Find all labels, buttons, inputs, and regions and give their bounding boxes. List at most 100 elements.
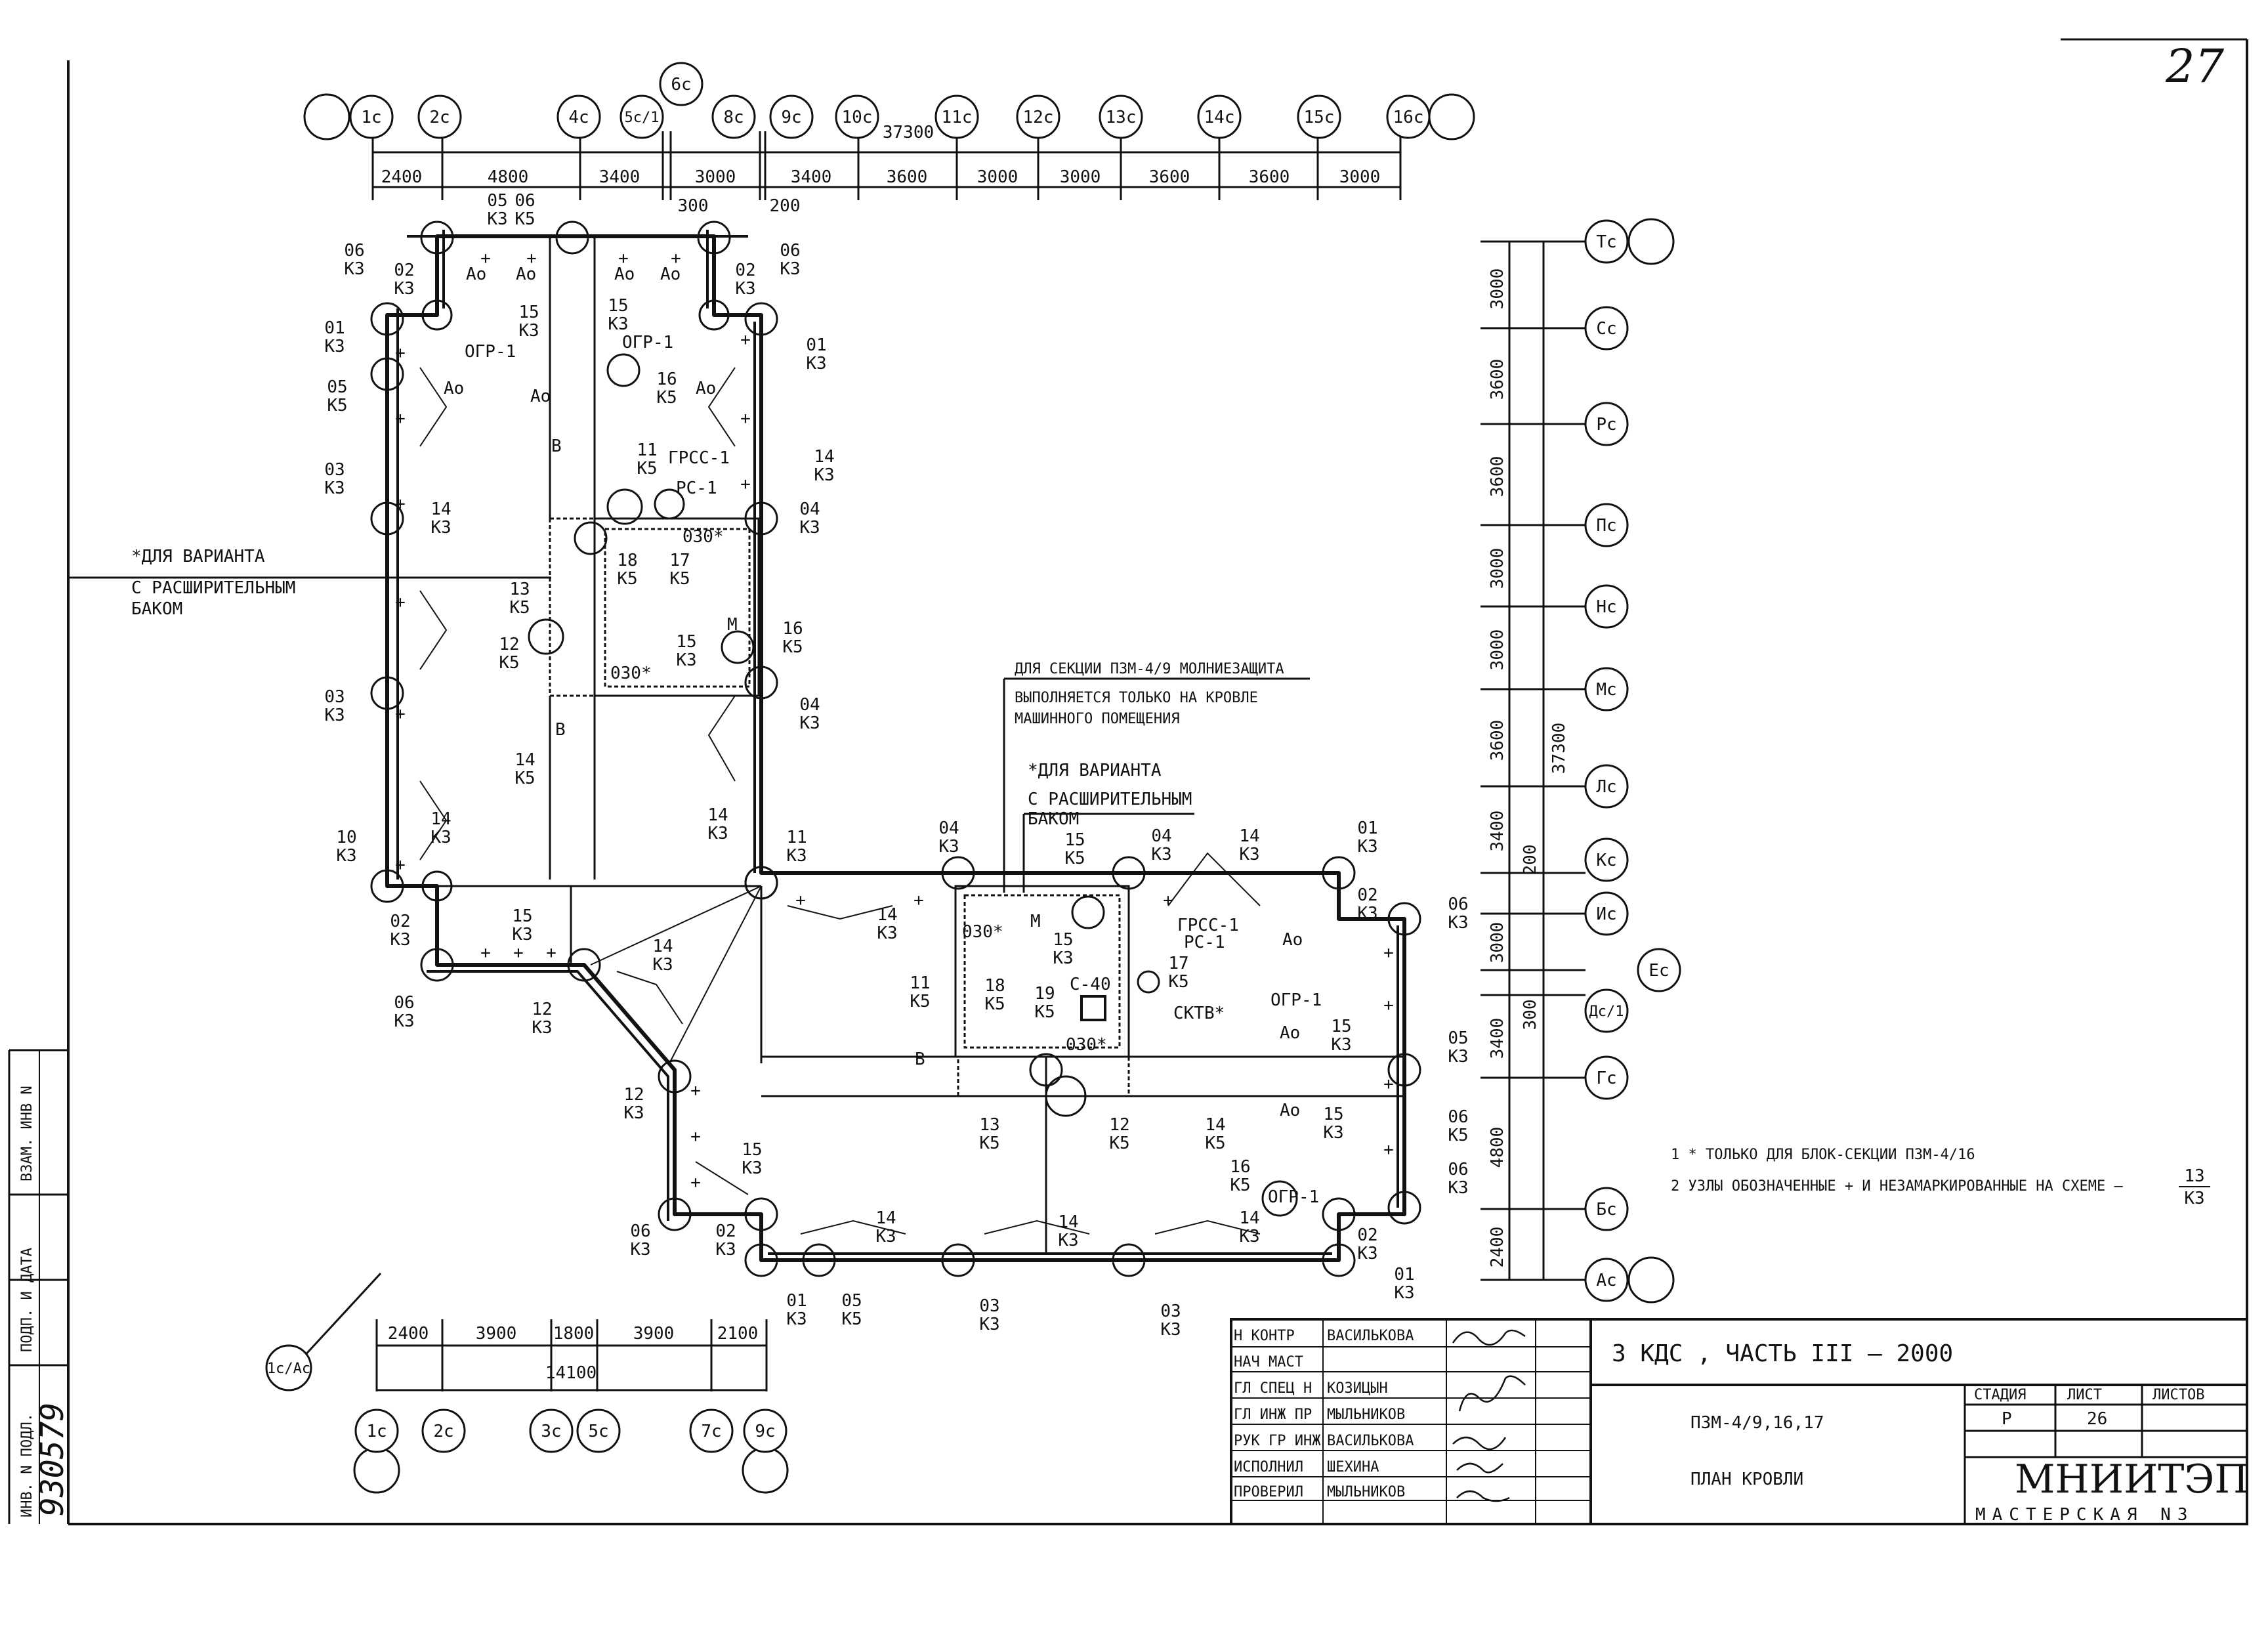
- axis-top-9: 9с: [781, 108, 801, 127]
- right-axis-grid: [1480, 218, 1675, 1304]
- svg-text:15: 15: [512, 906, 532, 926]
- top-dim-13: 3000: [1339, 167, 1381, 187]
- svg-text:К3: К3: [676, 650, 696, 670]
- svg-text:К3: К3: [877, 923, 897, 943]
- svg-text:К3: К3: [786, 846, 807, 866]
- svg-text:14: 14: [1205, 1115, 1225, 1135]
- svg-text:+: +: [690, 1173, 701, 1193]
- axis-top-12: 12с: [1023, 108, 1054, 127]
- svg-text:К3: К3: [979, 1315, 999, 1334]
- tb-name-7: МЫЛЬНИКОВ: [1327, 1484, 1405, 1500]
- side-label-replace: ВЗАМ. ИНВ N: [19, 1086, 35, 1181]
- svg-text:К5: К5: [984, 994, 1005, 1014]
- axis-right-g: Гс: [1596, 1069, 1616, 1088]
- workshop-name: МАСТЕРСКАЯ N3: [1975, 1505, 2194, 1525]
- svg-text:К3: К3: [742, 1158, 762, 1178]
- svg-text:+: +: [618, 249, 629, 268]
- o30-1: 030*: [682, 527, 724, 547]
- axis-top-6: 6с: [671, 75, 691, 95]
- svg-text:К3: К3: [652, 955, 673, 975]
- axis-right-i: Ис: [1596, 904, 1616, 924]
- svg-text:К3: К3: [487, 209, 507, 229]
- svg-text:01: 01: [324, 318, 345, 338]
- svg-text:05: 05: [327, 377, 347, 397]
- svg-text:+: +: [1163, 891, 1173, 910]
- variant-right-note: *ДЛЯ ВАРИАНТА С РАСШИРИТЕЛЬНЫМ БАКОМ: [1028, 761, 1192, 829]
- tb-name-5: ВАСИЛЬКОВА: [1327, 1433, 1414, 1449]
- svg-text:04: 04: [1151, 826, 1171, 846]
- svg-text:К3: К3: [1448, 913, 1468, 933]
- axis-right-b: Бс: [1596, 1200, 1616, 1219]
- svg-text:К5: К5: [514, 769, 535, 788]
- rs-2: РС-1: [1184, 933, 1225, 952]
- bottom-dim-1: 2400: [388, 1324, 429, 1344]
- svg-text:К3: К3: [938, 837, 959, 857]
- svg-text:03: 03: [324, 687, 345, 707]
- svg-text:К3: К3: [780, 259, 800, 279]
- svg-text:14: 14: [877, 905, 897, 925]
- plus-markers: +++ +++ ++++ +++ +++ +++ +++ ++++: [395, 249, 1394, 1193]
- header-sheet: ЛИСТ: [2067, 1387, 2102, 1403]
- svg-text:К3: К3: [1053, 948, 1073, 968]
- legend-line-2: 2 УЗЛЫ ОБОЗНАЧЕННЫЕ + И НЕЗАМАРКИРОВАННЫ…: [1671, 1178, 2124, 1195]
- svg-text:+: +: [740, 475, 751, 494]
- svg-text:01: 01: [1357, 818, 1377, 838]
- svg-text:02: 02: [394, 261, 414, 280]
- svg-text:К5: К5: [841, 1309, 862, 1329]
- svg-text:К3: К3: [518, 321, 539, 341]
- axis-right-r: Рс: [1596, 415, 1616, 435]
- v-label-1: В: [551, 436, 562, 456]
- v-label-2: В: [555, 720, 566, 740]
- right-dim-11: 3400: [1488, 1018, 1507, 1059]
- svg-text:06: 06: [514, 191, 535, 211]
- bottom-dim-5: 2100: [717, 1324, 759, 1344]
- svg-text:+: +: [740, 330, 751, 350]
- svg-text:К3: К3: [344, 259, 364, 279]
- axis-top-4: 4с: [568, 108, 589, 127]
- svg-text:12: 12: [532, 1000, 552, 1019]
- ao-2: Ао: [530, 387, 551, 406]
- top-dim-5: 3000: [695, 167, 736, 187]
- svg-text:К3: К3: [336, 846, 356, 866]
- svg-text:К5: К5: [617, 569, 637, 589]
- tb-role-5: РУК ГР ИНЖ: [1234, 1433, 1321, 1449]
- right-dim-2: 3600: [1488, 359, 1507, 400]
- tb-role-7: ПРОВЕРИЛ: [1234, 1484, 1303, 1500]
- svg-text:К5: К5: [1168, 972, 1188, 992]
- sktv-label: СКТВ*: [1173, 1004, 1225, 1023]
- sheet-no-value: 26: [2087, 1409, 2107, 1429]
- ao-4: Ао: [466, 265, 486, 284]
- svg-text:14: 14: [514, 750, 535, 770]
- axis-top-10: 10с: [842, 108, 873, 127]
- svg-text:К3: К3: [799, 713, 820, 733]
- ao-1: Ао: [444, 379, 464, 398]
- svg-text:06: 06: [394, 993, 414, 1013]
- svg-text:02: 02: [1357, 885, 1377, 905]
- svg-text:01: 01: [806, 335, 826, 355]
- svg-text:К3: К3: [786, 1309, 807, 1329]
- svg-text:К5: К5: [327, 396, 347, 415]
- axis-top-5-1: 5с/1: [625, 110, 660, 126]
- svg-text:16: 16: [656, 370, 677, 389]
- project-code: ПЗМ-4/9,16,17: [1690, 1413, 1824, 1433]
- svg-text:12: 12: [623, 1085, 644, 1105]
- ogr-label-3: ОГР-1: [1270, 990, 1322, 1010]
- svg-text:К3: К3: [394, 1011, 414, 1031]
- tb-name-3: КОЗИЦЫН: [1327, 1380, 1388, 1397]
- svg-text:К3: К3: [324, 478, 345, 498]
- svg-text:К5: К5: [514, 209, 535, 229]
- svg-text:15: 15: [1323, 1105, 1343, 1124]
- right-axis-labels: Тс Сс Рс Пс Нс Мс Лс Кс Ис Ес Дс/1 Гс Бс…: [1589, 232, 1670, 1290]
- bottom-total-dim: 14100: [545, 1363, 597, 1383]
- top-dim-4: 300: [678, 196, 709, 216]
- svg-text:18: 18: [617, 551, 637, 570]
- s40-label: С-40: [1070, 975, 1111, 994]
- top-dim-3: 3400: [599, 167, 640, 187]
- svg-text:К5: К5: [1034, 1002, 1055, 1022]
- svg-text:15: 15: [1064, 830, 1085, 850]
- svg-text:14: 14: [707, 805, 728, 825]
- right-dim-6: 3600: [1488, 720, 1507, 761]
- svg-text:12: 12: [499, 635, 519, 654]
- right-dim-9: 3000: [1488, 922, 1507, 964]
- axis-right-d1: Дс/1: [1589, 1004, 1624, 1020]
